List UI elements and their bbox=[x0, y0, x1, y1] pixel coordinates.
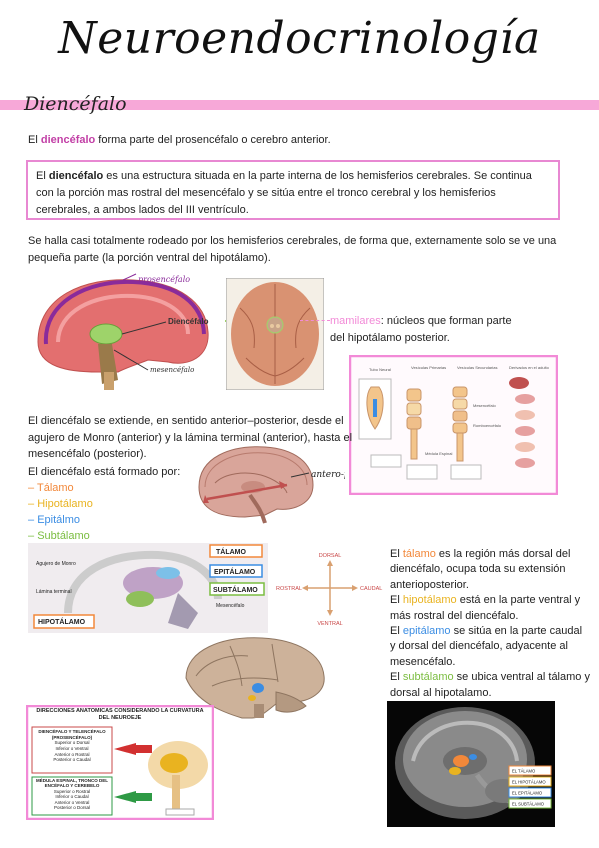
dir-dorsal: DORSAL bbox=[319, 553, 342, 559]
parts-intro: El diencéfalo está formado por: bbox=[28, 466, 181, 478]
embryo-label-2: Vesículas Secundarias bbox=[457, 365, 497, 370]
curvature-title: DIRECCIONES ANATOMICAS CONSIDERANDO LA C… bbox=[36, 708, 204, 721]
small-label-mesencefalo: Mesencéfalo bbox=[216, 603, 245, 609]
block1-line-0: Superior o Dorsal bbox=[54, 740, 90, 746]
mamilares-connector bbox=[300, 320, 330, 321]
definition-box: El diencéfalo es una estructura situada … bbox=[26, 160, 560, 220]
desc-talamo: El tálamo es la región más dorsal del di… bbox=[390, 547, 590, 593]
embryo-label-5: Romboencéfalo bbox=[473, 423, 502, 428]
small-label-lamina: Lámina terminal bbox=[36, 589, 72, 595]
intro-paragraph: El diencéfalo forma parte del prosencéfa… bbox=[28, 132, 568, 149]
mamilares-text: : núcleos que forman parte del hipotálam… bbox=[330, 315, 512, 344]
block1-title: DIENCÉFALO Y TELENCÉFALO (PROSENCÉFALO) bbox=[38, 729, 106, 740]
block2-line-3: Posterior o Dorsal bbox=[53, 804, 90, 810]
block2-line-2: Anterior o Ventral bbox=[54, 799, 90, 805]
desc-epitalamo-pre: El bbox=[390, 624, 403, 637]
desc-subtalamo-pre: El bbox=[390, 671, 403, 684]
box-pre: El bbox=[36, 170, 49, 182]
parts-item-subtalamo: – Subtálamo bbox=[28, 529, 90, 542]
label-prosencefalo: prosencéfalo bbox=[138, 275, 190, 284]
page-title: Neuroendocrinología bbox=[58, 13, 541, 64]
embryo-label-4: Mesencéfalo bbox=[473, 403, 496, 408]
parts-list: El diencéfalo está formado por: – Tálamo… bbox=[28, 465, 228, 545]
dir-rostral: ROSTRAL bbox=[276, 586, 302, 592]
desc-epitalamo-term: epitálamo bbox=[402, 624, 451, 637]
mri-label-talamo: EL TÁLAMO bbox=[512, 769, 536, 774]
block1-line-1: Inferior o Ventral bbox=[55, 745, 89, 751]
dir-ventral: VENTRAL bbox=[317, 621, 342, 627]
antero-posterior-figure: antero-posterior bbox=[195, 443, 345, 525]
intro-term: diencéfalo bbox=[40, 134, 96, 146]
desc-subtalamo: El subtálamo se ubica ventral al tálamo … bbox=[390, 670, 590, 701]
desc-talamo-term: tálamo bbox=[402, 548, 436, 560]
small-label-monro: Agujero de Monro bbox=[36, 561, 76, 567]
embryo-label-1: Vesículas Primarias bbox=[411, 365, 446, 370]
desc-epitalamo-post: se sitúa en la parte caudal y dorsal del… bbox=[390, 624, 583, 668]
parts-item-epitalamo-label: Epitálmo bbox=[37, 513, 80, 526]
desc-subtalamo-post: se ubica ventral al tálamo y dorsal al h… bbox=[390, 671, 590, 699]
parts-item-epitalamo: – Epitálmo bbox=[28, 513, 80, 526]
region-label-subtalamo: SUBTÁLAMO bbox=[213, 585, 258, 594]
region-label-talamo: TÁLAMO bbox=[216, 547, 246, 556]
parts-item-talamo: – Tálamo bbox=[28, 481, 74, 494]
desc-hipotalamo-pre: El bbox=[390, 594, 403, 607]
mri-figure: EL TÁLAMO EL HIPOTÁLAMO EL EPITÁLAMO EL … bbox=[387, 701, 555, 827]
desc-talamo-post: es la región más dorsal del diencéfalo, … bbox=[390, 548, 571, 591]
box-post: es una estructura situada en la parte in… bbox=[36, 170, 532, 217]
desc-hipotalamo: El hipotálamo está en la parte ventral y… bbox=[390, 593, 590, 624]
ventral-brain-figure bbox=[226, 278, 324, 390]
mamilares-term: mamilares bbox=[330, 315, 381, 327]
antero-posterior-label: antero-posterior bbox=[311, 470, 345, 480]
box-term: diencéfalo bbox=[48, 170, 104, 182]
region-descriptions: El tálamo es la región más dorsal del di… bbox=[390, 547, 590, 701]
mri-label-epitalamo: EL EPITÁLAMO bbox=[512, 791, 543, 796]
sagittal-brain-figure: prosencéfalo Diencéfalo mesencéfalo bbox=[28, 272, 228, 392]
desc-hipotalamo-term: hipotálamo bbox=[402, 594, 457, 607]
parts-item-talamo-label: Tálamo bbox=[36, 481, 74, 494]
diencephalon-regions-figure: Agujero de Monro Lámina terminal Mesencé… bbox=[28, 543, 268, 633]
dir-caudal: CAUDAL bbox=[360, 586, 382, 592]
label-mesencefalo: mesencéfalo bbox=[150, 366, 194, 374]
directions-cross: DORSAL VENTRAL ROSTRAL CAUDAL bbox=[272, 548, 388, 628]
curvature-directions-figure: DIRECCIONES ANATOMICAS CONSIDERANDO LA C… bbox=[26, 705, 214, 820]
embryo-label-3: Derivados en el adulto bbox=[509, 365, 550, 370]
block2-title: MÉDULA ESPINAL, TRONCO DEL ENCÉFALO Y CE… bbox=[35, 778, 109, 789]
block2-line-0: Superior o Rostral bbox=[53, 788, 91, 794]
mri-label-hipotalamo: EL HIPOTÁLAMO bbox=[512, 780, 546, 785]
surround-paragraph: Se halla casi totalmente rodeado por los… bbox=[28, 235, 557, 264]
embryology-figure: Tubo Neural Vesículas Primarias Vesícula… bbox=[349, 355, 558, 495]
mamilares-note: mamilares: núcleos que forman parte del … bbox=[330, 313, 520, 346]
section-highlight-bar bbox=[0, 100, 599, 110]
desc-epitalamo: El epitálamo se sitúa en la parte caudal… bbox=[390, 624, 590, 670]
intro-pre: El bbox=[28, 134, 41, 146]
parts-item-hipotalamo-label: Hipotálamo bbox=[37, 497, 93, 510]
desc-subtalamo-term: subtálamo bbox=[402, 671, 454, 684]
section-title: Diencéfalo bbox=[24, 93, 127, 115]
embryo-label-6: Médula Espinal bbox=[425, 451, 452, 456]
region-label-epitalamo: EPITÁLAMO bbox=[214, 567, 256, 576]
label-diencefalo: Diencéfalo bbox=[168, 317, 209, 326]
parts-item-hipotalamo: – Hipotálamo bbox=[28, 497, 93, 510]
intro-post: forma parte del prosencéfalo o cerebro a… bbox=[95, 134, 331, 146]
region-label-hipotalamo: HIPOTÁLAMO bbox=[38, 617, 86, 626]
block1-line-3: Posterior o Caudal bbox=[53, 757, 91, 763]
desc-hipotalamo-post: está en la parte ventral y más rostral d… bbox=[390, 594, 581, 622]
desc-talamo-pre: El bbox=[390, 548, 403, 560]
embryo-label-0: Tubo Neural bbox=[369, 367, 391, 372]
block2-line-1: Inferior o Caudal bbox=[55, 794, 89, 800]
block1-line-2: Anterior o Rostral bbox=[54, 751, 90, 757]
extension-paragraph: El diencéfalo se extiende, en sentido an… bbox=[28, 415, 353, 460]
mri-label-subtalamo: EL SUBTÁLAMO bbox=[512, 802, 545, 807]
parts-item-subtalamo-label: Subtálamo bbox=[37, 529, 90, 542]
lateral-brain-photo bbox=[182, 632, 332, 720]
